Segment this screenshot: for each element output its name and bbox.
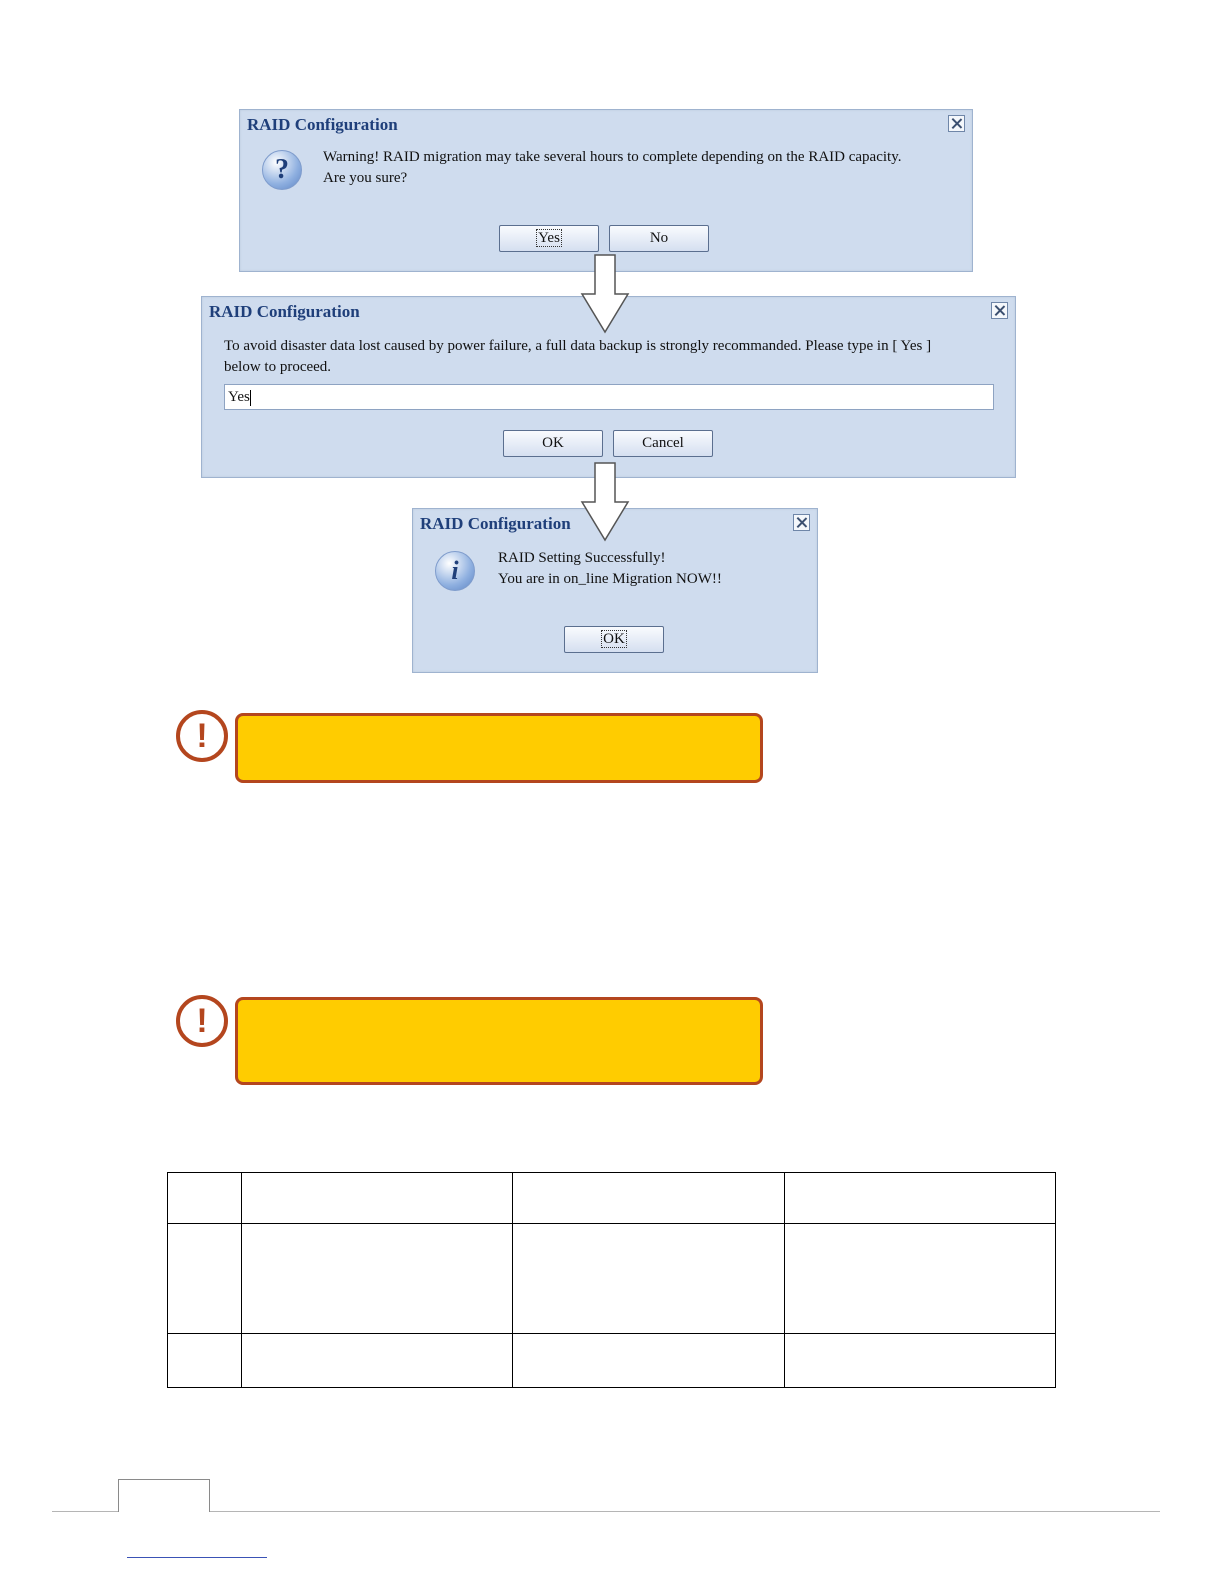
dialog-message-line: below to proceed. [224,359,332,375]
table-cell [240,1171,514,1225]
close-icon[interactable] [948,115,965,132]
ok-button-label: OK [601,630,627,648]
question-icon: ? [262,150,302,190]
cancel-button[interactable]: Cancel [613,430,713,457]
dialog-message-line: RAID Setting Successfully! [498,550,666,566]
warning-icon: ! [176,710,228,762]
confirm-migration-dialog: RAID Configuration ? Warning! RAID migra… [239,109,973,272]
ok-button[interactable]: OK [503,430,603,457]
table-cell [783,1171,1057,1225]
dialog-message-line: You are in on_line Migration NOW!! [498,571,722,587]
ok-button[interactable]: OK [564,626,664,653]
confirm-text-input[interactable]: Yes [224,384,994,410]
table-cell [167,1223,242,1334]
page-number-tab [118,1479,210,1512]
flow-arrow-icon [580,462,630,542]
table-cell [240,1223,514,1334]
flow-arrow-icon [580,254,630,334]
data-table [167,1171,1057,1389]
warning-icon: ! [176,995,228,1047]
dialog-message: To avoid disaster data lost caused by po… [224,336,1004,378]
dialog-title: RAID Configuration [420,514,571,533]
dialog-message: RAID Setting Successfully! You are in on… [498,548,808,590]
table-cell [167,1332,242,1389]
close-icon[interactable] [991,302,1008,319]
dialog-message-line: Warning! RAID migration may take several… [323,149,902,165]
table-cell [512,1332,785,1389]
table-cell [512,1171,785,1225]
note-box [235,713,763,783]
dialog-title: RAID Configuration [209,302,360,321]
dialog-message: Warning! RAID migration may take several… [323,147,963,189]
close-icon[interactable] [793,514,810,531]
table-cell [240,1332,514,1389]
no-button[interactable]: No [609,225,709,252]
info-icon: i [435,551,475,591]
confirm-text-value: Yes [228,389,250,405]
dialog-message-line: Are you sure? [323,170,408,186]
migration-success-dialog: RAID Configuration i RAID Setting Succes… [412,508,818,673]
table-cell [783,1332,1057,1389]
dialog-title: RAID Configuration [247,115,398,134]
footer-link-underline [127,1557,267,1558]
yes-button-label: Yes [536,229,562,247]
footer-rule [52,1511,1160,1512]
table-cell [167,1171,242,1225]
table-cell [512,1223,785,1334]
dialog-message-line: To avoid disaster data lost caused by po… [224,338,932,354]
note-box [235,997,763,1085]
yes-button[interactable]: Yes [499,225,599,252]
table-cell [783,1223,1057,1334]
